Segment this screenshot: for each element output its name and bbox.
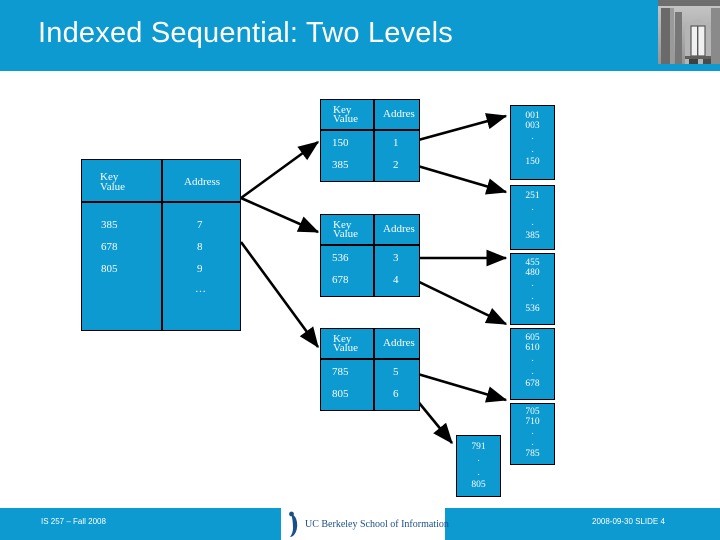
table-row: 678 (101, 241, 118, 253)
data-line: . (531, 132, 534, 142)
table-row: 6 (393, 388, 399, 400)
table-row: 805 (101, 263, 118, 275)
data-line: 150 (525, 157, 540, 167)
footer-date-slide: 2008-09-30 SLIDE 4 (592, 517, 665, 526)
data-block-1[interactable]: 001 003 . . 150 (510, 105, 555, 180)
data-line: 785 (525, 449, 540, 459)
uc-berkeley-logo: UC Berkeley School of Information (287, 510, 449, 538)
index-block-2-header-key-line2: Value (333, 228, 359, 240)
table-row: 678 (332, 274, 349, 286)
table-row: 385 (101, 219, 118, 231)
table-row: 150 (332, 137, 349, 149)
master-header-key-line2: Value (100, 181, 126, 193)
data-line: . (531, 438, 534, 448)
table-row: 536 (332, 252, 349, 264)
data-line: 480 (525, 268, 540, 278)
data-line: . (531, 218, 534, 228)
data-line: . (477, 468, 480, 478)
data-block-6[interactable]: 791 . . 805 (456, 435, 501, 497)
index-block-2-header-address: Addres (383, 223, 415, 235)
index-block-1-header-address: Addres (383, 108, 415, 120)
table-row: 2 (393, 159, 399, 171)
master-header-address: Address (184, 176, 221, 188)
data-line: 001 (525, 111, 540, 121)
data-block-2[interactable]: 251 . . 385 (510, 185, 555, 250)
data-line: 678 (525, 379, 540, 389)
index-block-2-table[interactable]: Key Value Addres 536 3 678 4 (320, 214, 420, 297)
data-line: 710 (525, 417, 540, 427)
data-line: . (531, 367, 534, 377)
page-title: Indexed Sequential: Two Levels (38, 17, 453, 49)
campus-building-photo-icon (645, 0, 720, 71)
data-line: 536 (525, 304, 540, 314)
index-block-3-table[interactable]: Key Value Addres 785 5 805 6 (320, 328, 420, 411)
data-line: . (477, 454, 480, 464)
table-row: 3 (393, 252, 399, 264)
data-block-4[interactable]: 605 610 . . 678 (510, 328, 555, 400)
data-line: 805 (471, 480, 486, 490)
footer-logo-backdrop (281, 508, 445, 540)
uc-berkeley-logo-text: UC Berkeley School of Information (305, 518, 449, 530)
footer-course-label: IS 257 – Fall 2008 (41, 517, 106, 526)
index-block-3-header-key-line2: Value (333, 342, 359, 354)
data-line: 251 (525, 191, 540, 201)
table-row-ellipsis: … (195, 283, 206, 295)
index-block-2-header-key-line1: Key (333, 219, 352, 231)
data-line: 003 (525, 121, 540, 131)
index-block-3-header-address: Addres (383, 337, 415, 349)
data-line: . (531, 292, 534, 302)
table-row: 805 (332, 388, 349, 400)
master-index-table[interactable]: Key Value Address 385 7 678 8 805 9 … (81, 159, 241, 331)
data-line: 385 (525, 231, 540, 241)
table-row: 8 (197, 241, 203, 253)
data-line: . (531, 145, 534, 155)
table-row: 385 (332, 159, 349, 171)
index-block-1-header-key-line2: Value (333, 113, 359, 125)
data-line: 455 (525, 258, 540, 268)
data-block-3[interactable]: 455 480 . . 536 (510, 253, 555, 325)
index-block-1-table[interactable]: Key Value Addres 150 1 385 2 (320, 99, 420, 182)
data-line: . (531, 354, 534, 364)
data-line: . (531, 203, 534, 213)
data-line: 705 (525, 407, 540, 417)
header-band (0, 0, 720, 71)
table-row: 5 (393, 366, 399, 378)
data-line: 610 (525, 343, 540, 353)
table-row: 4 (393, 274, 399, 286)
data-block-5[interactable]: 705 710 . . 785 (510, 403, 555, 465)
index-block-3-header-key-line1: Key (333, 333, 352, 345)
master-header-key-line1: Key (100, 171, 119, 183)
table-row: 785 (332, 366, 349, 378)
table-row: 7 (197, 219, 203, 231)
table-row: 1 (393, 137, 399, 149)
index-block-1-header-key-line1: Key (333, 104, 352, 116)
data-line: . (531, 279, 534, 289)
table-row: 9 (197, 263, 203, 275)
data-line: 605 (525, 333, 540, 343)
data-line: . (531, 427, 534, 437)
berkeley-mark-icon (287, 511, 301, 537)
data-line: 791 (471, 442, 486, 452)
